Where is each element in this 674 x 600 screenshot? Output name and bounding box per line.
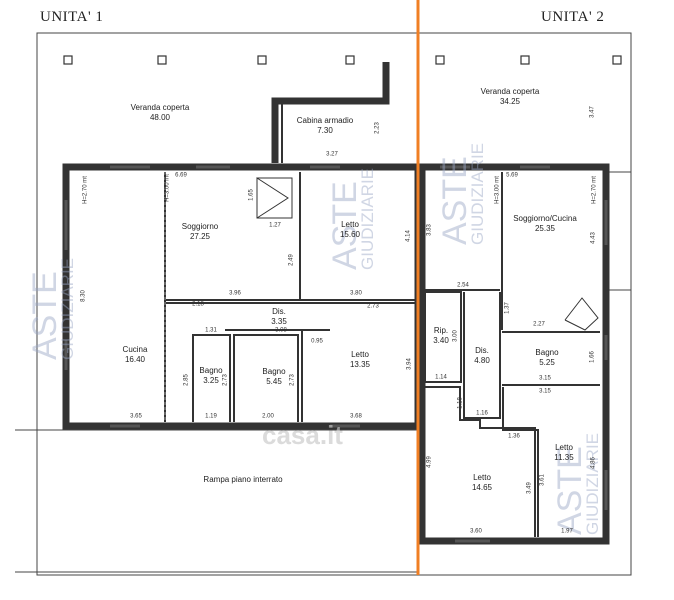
watermark-casa: casa.it xyxy=(262,420,343,450)
room-ripostiglio: Rip.3.40 xyxy=(433,326,449,345)
dimension: 4.43 xyxy=(590,232,597,244)
dimension: 2.73 xyxy=(289,374,296,386)
dimension: H=2.70 mt xyxy=(591,176,598,204)
dimension: 3.08 xyxy=(275,327,287,334)
dimension: 2.73 xyxy=(222,374,229,386)
dimension: 2.85 xyxy=(183,374,190,386)
dimension: 1.37 xyxy=(504,302,511,314)
dimension: 1.16 xyxy=(476,410,488,417)
dimension: 3.15 xyxy=(539,388,551,395)
dimension: 3.15 xyxy=(539,375,551,382)
dimension: 4.86 xyxy=(590,457,597,469)
dimension: 3.47 xyxy=(589,106,596,118)
dimension: 3.80 xyxy=(350,290,362,297)
windows xyxy=(64,165,608,543)
dimension: 3.65 xyxy=(130,413,142,420)
dimension: 3.27 xyxy=(326,151,338,158)
dimension: 2.18 xyxy=(192,301,204,308)
dimension: 1.36 xyxy=(508,433,520,440)
dimension: 2.49 xyxy=(288,254,295,266)
dimension: 3.94 xyxy=(406,358,413,370)
dimension: 1.31 xyxy=(205,327,217,334)
dimension: 2.00 xyxy=(262,413,274,420)
dimension: 1.19 xyxy=(205,413,217,420)
dimension: 2.73 xyxy=(367,303,379,310)
inner-walls xyxy=(164,101,600,537)
dimension: 2.54 xyxy=(457,282,469,289)
unit1-title: UNITA' 1 xyxy=(40,9,104,25)
dimension: 4.14 xyxy=(405,230,412,242)
dimension: 3.83 xyxy=(426,224,433,236)
unit2-title: UNITA' 2 xyxy=(541,9,605,25)
dimension: 3.61 xyxy=(539,474,546,486)
room-dis-2: Dis.4.80 xyxy=(474,346,490,365)
dimension: 1.65 xyxy=(248,189,255,201)
dimension: 3.68 xyxy=(350,413,362,420)
dimension: 1.97 xyxy=(561,528,573,535)
dimension: 5.69 xyxy=(506,172,518,179)
dimension: H=2.70 mt xyxy=(82,176,89,204)
markers xyxy=(63,55,622,65)
dimension: 2.23 xyxy=(374,122,381,134)
dimension: 1.27 xyxy=(269,222,281,229)
dimension: 1.14 xyxy=(435,374,447,381)
room-dis-1: Dis.3.35 xyxy=(271,307,287,326)
dimension: 1.18 xyxy=(457,397,464,409)
dimension: 3.00 xyxy=(452,330,459,342)
dimension: 0.95 xyxy=(311,338,323,345)
lot-boundary xyxy=(36,32,632,576)
room-rampa: Rampa piano interrato xyxy=(203,475,283,484)
dimension: H=3.00 mt xyxy=(164,174,171,202)
stair xyxy=(256,177,599,331)
dimension: 3.49 xyxy=(526,482,533,494)
dimension: 3.60 xyxy=(470,528,482,535)
dimension: 1.66 xyxy=(589,351,596,363)
dimension: 4.99 xyxy=(426,456,433,468)
dimension: 8.30 xyxy=(80,290,87,302)
dimension: 3.96 xyxy=(229,290,241,297)
dimension: 2.27 xyxy=(533,321,545,328)
dimension: H=3.00 mt xyxy=(494,176,501,204)
dimension: 6.69 xyxy=(175,172,187,179)
